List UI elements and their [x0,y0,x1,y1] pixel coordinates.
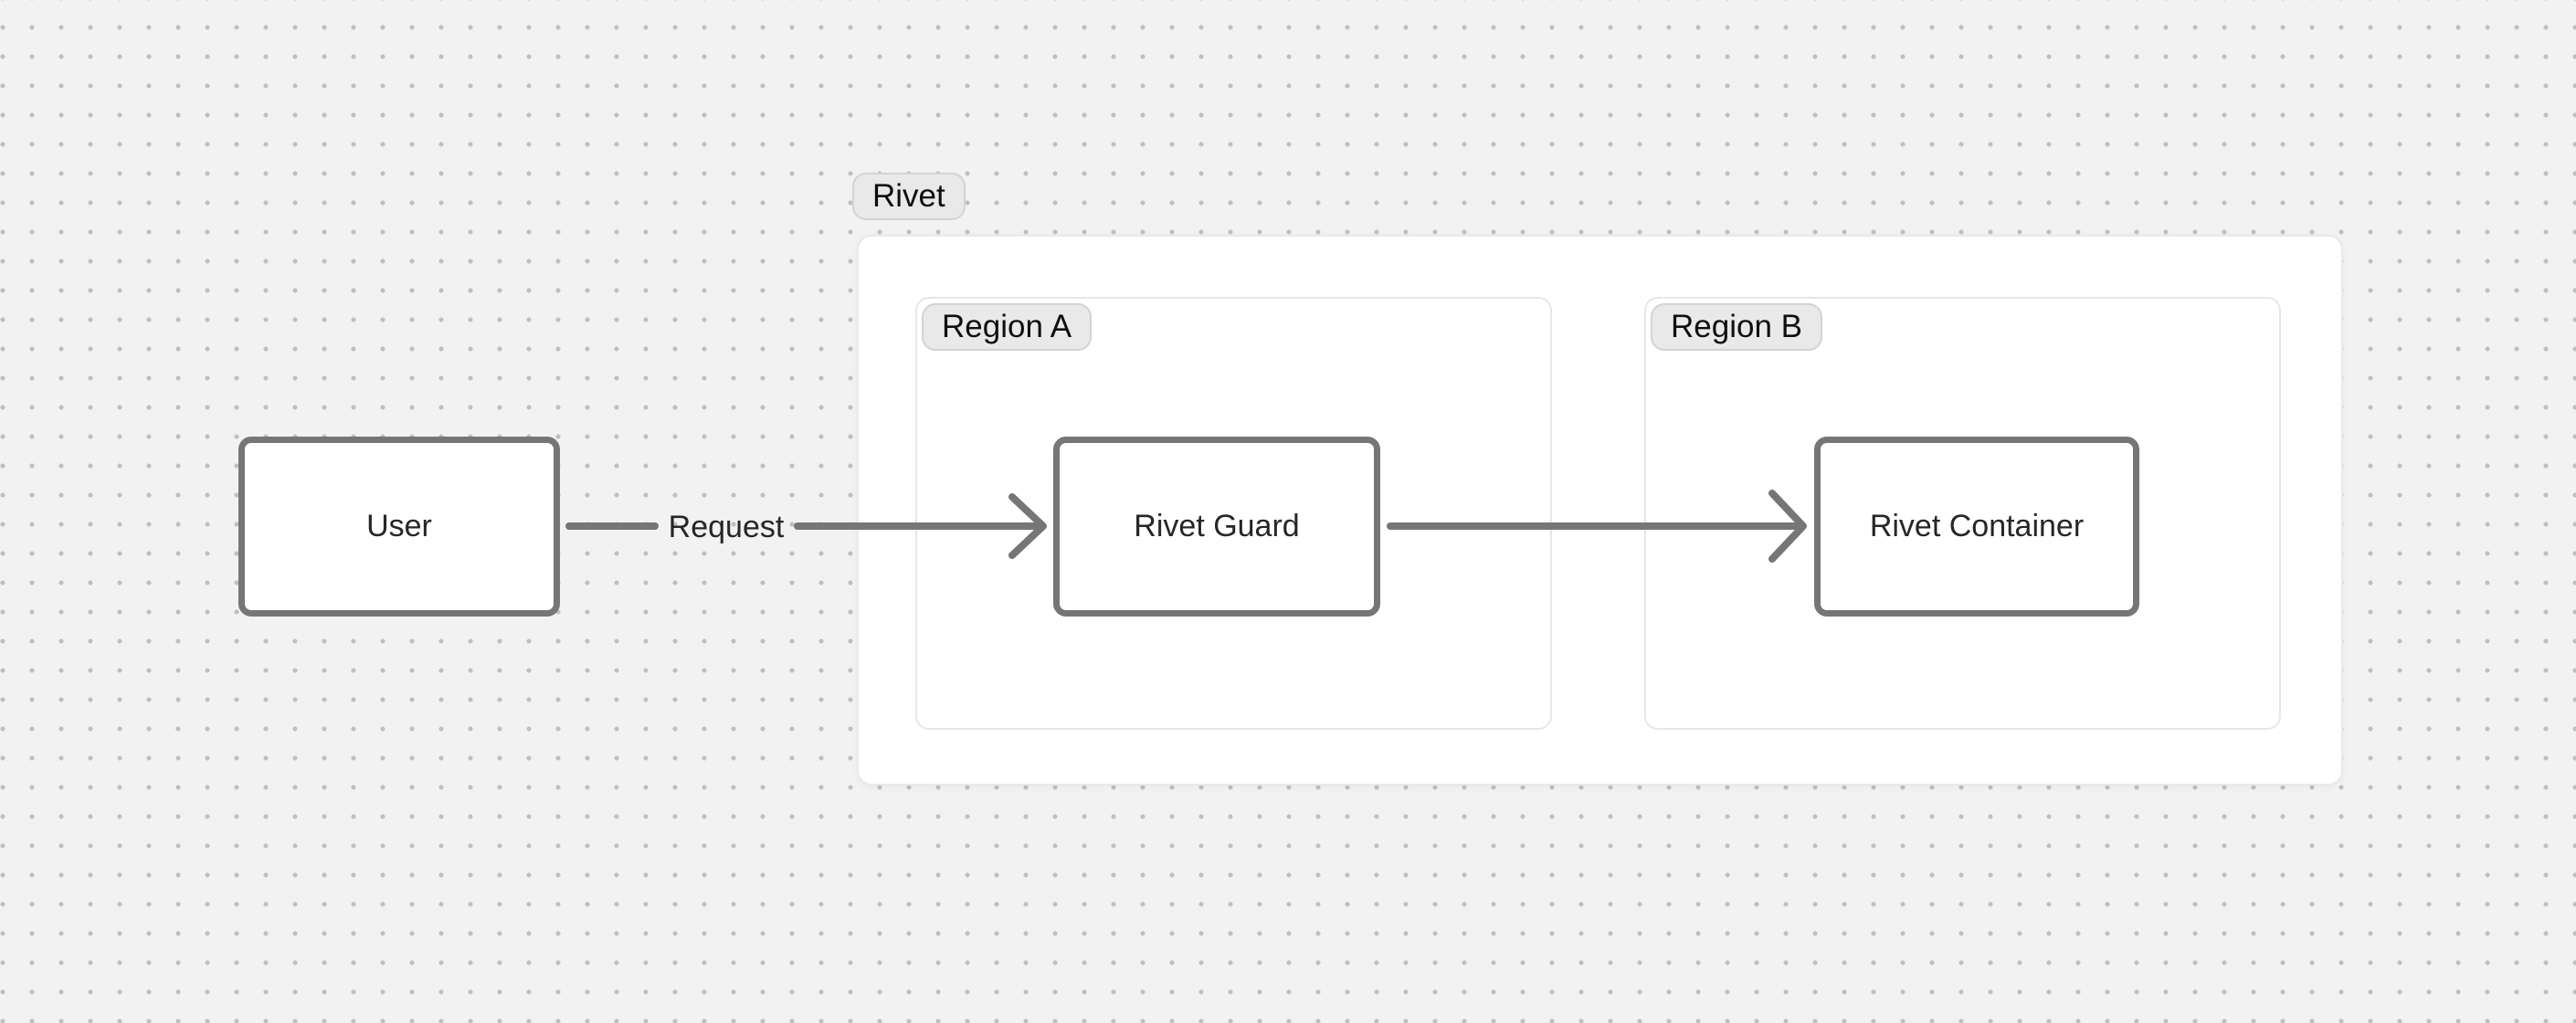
node-rivet-guard-label: Rivet Guard [1134,509,1300,543]
region-label-a: Region A [922,303,1093,351]
node-rivet-container-label: Rivet Container [1869,509,2085,543]
region-label-b: Region B [1651,303,1822,351]
node-user: User [238,437,560,617]
node-user-label: User [366,509,432,543]
node-rivet-container: Rivet Container [1814,437,2139,617]
node-rivet-guard: Rivet Guard [1053,437,1380,617]
edge-label-request: Request [668,509,785,544]
group-label-rivet: Rivet [852,173,966,220]
